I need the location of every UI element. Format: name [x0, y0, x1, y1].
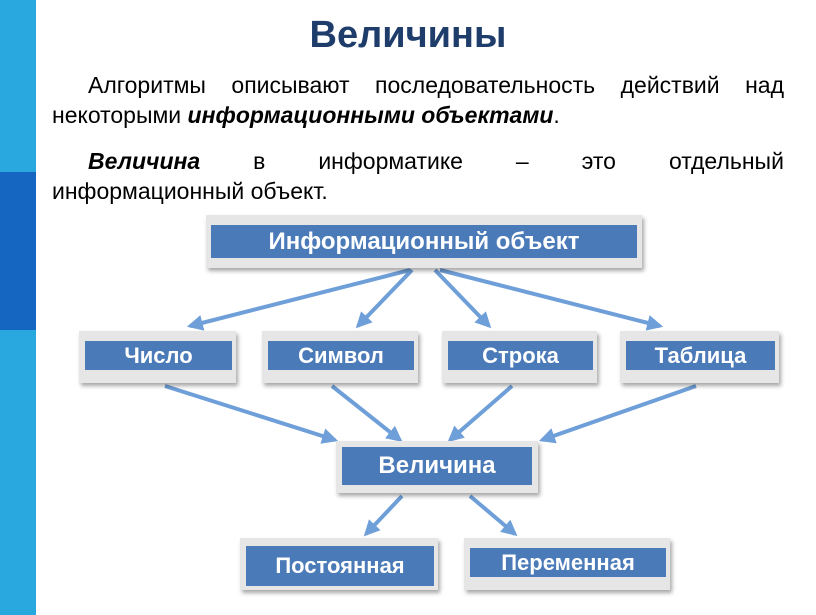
definition-word: информатике — [318, 148, 463, 174]
paragraph-definition: Величина в информатике – это отдельный и… — [52, 146, 784, 206]
arrow-value-to-variable — [468, 494, 518, 537]
paragraph-algorithms: Алгоритмы описывают последовательность д… — [52, 70, 784, 130]
box-table-label: Таблица — [626, 341, 775, 370]
box-variable: Переменная — [464, 538, 670, 590]
box-variable-label: Переменная — [470, 548, 666, 577]
box-value: Величина — [336, 441, 538, 493]
box-table: Таблица — [620, 331, 779, 383]
box-string-label: Строка — [448, 341, 593, 370]
box-constant: Постоянная — [240, 538, 438, 590]
paragraph-algorithms-emphasis: информационными объектами — [187, 102, 554, 128]
box-number-label: Число — [85, 341, 232, 370]
definition-term: Величина — [88, 148, 201, 174]
box-value-label: Величина — [342, 447, 532, 485]
definition-word: отдельный — [668, 148, 784, 174]
box-information-object-label: Информационный объект — [211, 225, 637, 258]
box-symbol-label: Символ — [268, 341, 414, 370]
box-constant-label: Постоянная — [246, 546, 434, 586]
box-symbol: Символ — [262, 331, 418, 383]
arrow-string-to-value — [447, 384, 514, 443]
arrow-root-to-number — [186, 268, 411, 331]
paragraph-definition-line1: Величина в информатике – это отдельный — [52, 146, 784, 176]
arrow-root-to-string — [433, 268, 492, 329]
sidebar-accent-block — [0, 172, 36, 330]
arrow-table-to-value — [538, 384, 697, 444]
paragraph-algorithms-end: . — [553, 102, 560, 128]
definition-word: в — [253, 148, 266, 174]
box-string: Строка — [442, 331, 597, 383]
definition-word: – — [515, 148, 529, 174]
arrow-value-to-constant — [363, 494, 404, 537]
box-information-object: Информационный объект — [206, 215, 642, 268]
arrow-number-to-value — [164, 384, 339, 444]
arrow-root-to-table — [439, 268, 664, 331]
box-number: Число — [79, 331, 236, 383]
arrow-symbol-to-value — [330, 384, 403, 442]
slide-title: Величины — [309, 14, 507, 56]
arrow-root-to-symbol — [355, 268, 414, 329]
paragraph-algorithms-text: Алгоритмы описывают последовательность д… — [52, 72, 784, 128]
paragraph-definition-line2: информационный объект. — [52, 178, 328, 204]
definition-word: это — [581, 148, 616, 174]
